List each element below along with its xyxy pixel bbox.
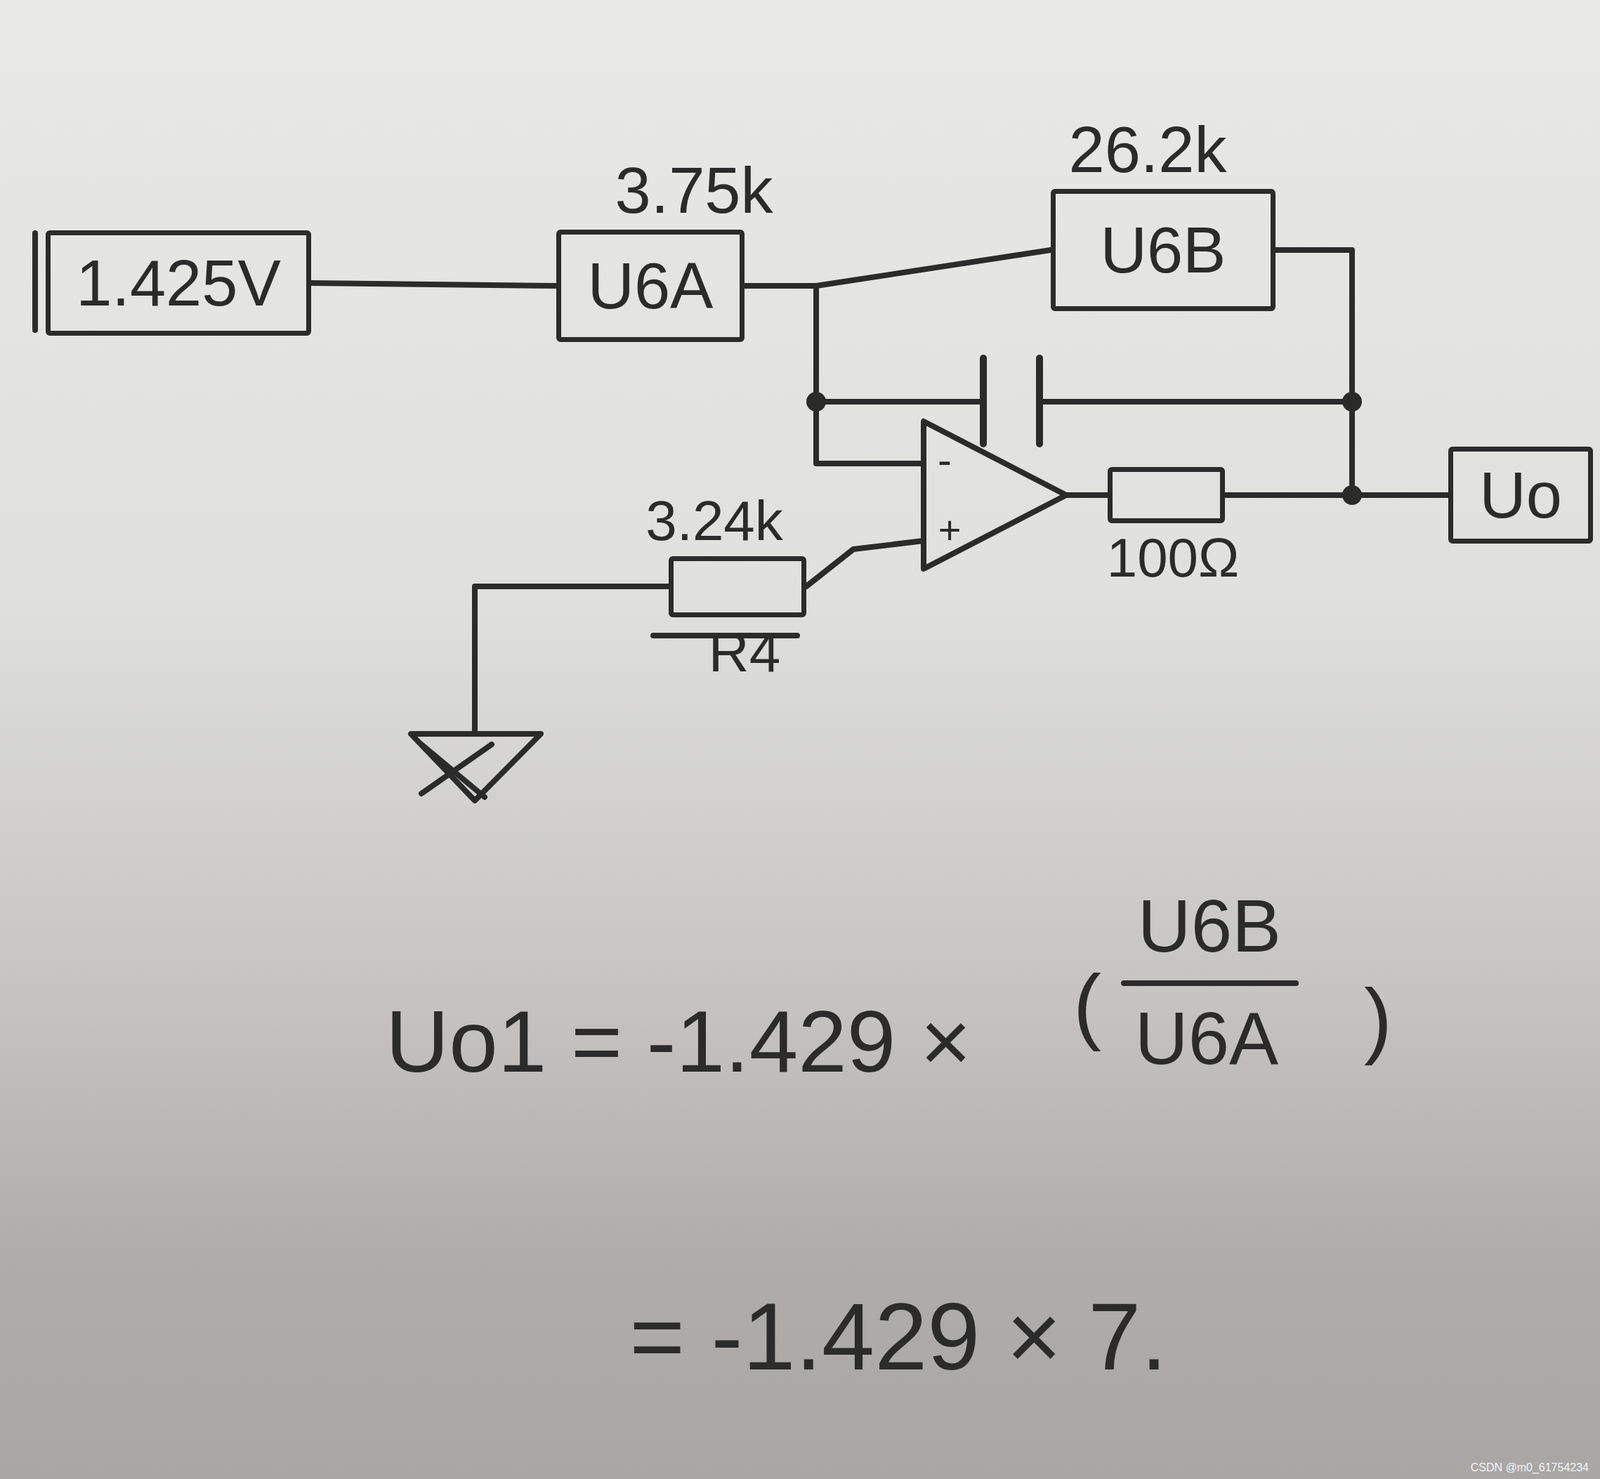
wire <box>474 586 669 734</box>
part-name: R4 <box>708 624 781 681</box>
pin-sign: + <box>938 510 962 550</box>
formula-text: = -1.429 × 7. <box>629 1289 1168 1385</box>
voltage-value: 1.425V <box>75 250 281 316</box>
ground-symbol <box>410 733 541 801</box>
resistor-box: 3.75kU6A <box>556 229 745 343</box>
box-stroke <box>32 233 38 331</box>
resistance-value: 100Ω <box>1106 530 1239 586</box>
capacitor-plate <box>979 358 987 444</box>
pin-sign: - <box>937 438 952 482</box>
part-name: U6A <box>587 253 714 319</box>
wire <box>1275 250 1449 496</box>
ground-symbol <box>421 744 492 794</box>
resistance-value: 3.75k <box>614 158 773 223</box>
fraction-bar <box>1123 980 1296 987</box>
resistance-value: 3.24k <box>645 493 784 550</box>
wire <box>1066 492 1107 498</box>
wire <box>816 285 924 464</box>
watermark: CSDN @m0_61754234 <box>1470 1462 1589 1474</box>
wire <box>1224 492 1449 498</box>
output-box: Uo <box>1448 446 1593 544</box>
formula-numerator: U6B <box>1137 889 1282 963</box>
resistance-value: 26.2k <box>1068 117 1227 182</box>
part-name: U6B <box>1100 217 1227 283</box>
formula-denominator: U6A <box>1135 1001 1279 1076</box>
wire <box>816 398 984 405</box>
formula-bracket: ( <box>1073 962 1102 1047</box>
formula-text: Uo1 = -1.429 × <box>385 997 972 1086</box>
signal-name: Uo <box>1479 462 1563 528</box>
junction-dot <box>806 391 826 412</box>
resistor-symbol: 3.24kR4 <box>668 556 807 618</box>
opamp-symbol <box>923 421 1067 569</box>
resistor-symbol: 100Ω <box>1107 467 1225 524</box>
wire <box>1039 398 1353 405</box>
wire <box>806 540 924 587</box>
resistor-box: 26.2kU6B <box>1050 188 1276 312</box>
wire <box>311 283 557 286</box>
formula-bracket: ) <box>1364 976 1393 1061</box>
wire <box>744 250 1051 286</box>
source-box: 1.425V <box>45 230 312 336</box>
